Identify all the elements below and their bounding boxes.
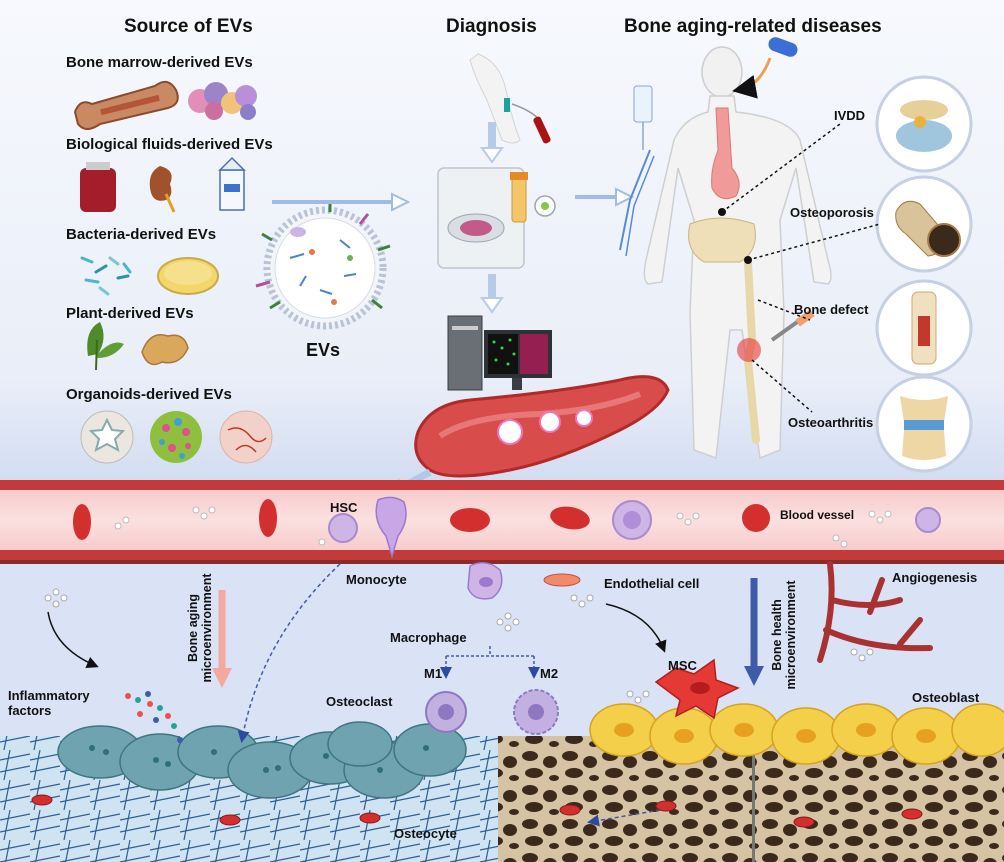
bone-health-line-1: Bone health <box>770 599 784 671</box>
blood-vessel-band <box>0 480 1004 564</box>
blood-vessel-ribbon <box>414 375 670 478</box>
monocyte-label: Monocyte <box>346 572 407 587</box>
source-title: Source of EVs <box>124 16 253 37</box>
angiogenesis-label: Angiogenesis <box>892 570 978 585</box>
plant-icons <box>87 322 189 371</box>
bone-health-line-2: microenvironment <box>784 580 798 690</box>
bone-aging-line-2: microenvironment <box>200 573 214 683</box>
endothelial-cell-label: Endothelial cell <box>604 576 700 591</box>
diagnosis-illustration <box>437 53 556 391</box>
diseases-title: Bone aging-related diseases <box>624 16 882 37</box>
ev-vesicle-illustration <box>255 202 391 330</box>
disease-bone-defect: Bone defect <box>794 302 869 317</box>
osteoclast-layer <box>57 721 467 799</box>
bone-aging-line-1: Bone aging <box>186 593 200 663</box>
hsc-label: HSC <box>330 500 358 515</box>
diagnosis-title: Diagnosis <box>446 16 537 37</box>
osteocyte-label: Osteocyte <box>394 826 457 841</box>
biological-fluids-icons <box>80 156 246 213</box>
source-plant: Plant-derived EVs <box>66 305 194 322</box>
disease-osteoporosis: Osteoporosis <box>790 205 874 220</box>
source-organoids: Organoids-derived EVs <box>66 386 232 403</box>
inflammatory-factors-line-1: Inflammatory <box>8 688 90 703</box>
angiogenesis-vessels <box>817 561 933 663</box>
macrophage-label: Macrophage <box>390 630 467 645</box>
disease-osteoarthritis: Osteoarthritis <box>788 415 874 430</box>
human-body-illustration <box>619 37 832 460</box>
bone-marrow-icons <box>73 80 257 130</box>
m1-label: M1 <box>424 666 443 681</box>
inflammatory-factors-label: Inflammatory factors <box>8 688 90 718</box>
source-biological-fluids: Biological fluids-derived EVs <box>66 136 273 153</box>
source-bone-marrow: Bone marrow-derived EVs <box>66 54 253 71</box>
blood-vessel-label: Blood vessel <box>780 508 855 522</box>
osteoclast-label: Osteoclast <box>326 694 393 709</box>
bacteria-icons <box>80 256 219 296</box>
evs-label: EVs <box>306 340 341 360</box>
disease-icons <box>875 75 973 473</box>
disease-ivdd: IVDD <box>834 108 866 123</box>
bone-health-microenvironment-label: Bone health microenvironment <box>770 568 798 702</box>
inflammatory-factors-cluster <box>125 691 183 743</box>
m2-label: M2 <box>540 666 559 681</box>
organoid-icons <box>80 410 273 464</box>
bone-aging-microenvironment-label: Bone aging microenvironment <box>186 568 214 688</box>
inflammatory-factors-line-2: factors <box>8 703 52 718</box>
source-bacteria: Bacteria-derived EVs <box>66 226 217 243</box>
msc-label: MSC <box>668 658 697 673</box>
osteoblast-label: Osteoblast <box>912 690 980 705</box>
